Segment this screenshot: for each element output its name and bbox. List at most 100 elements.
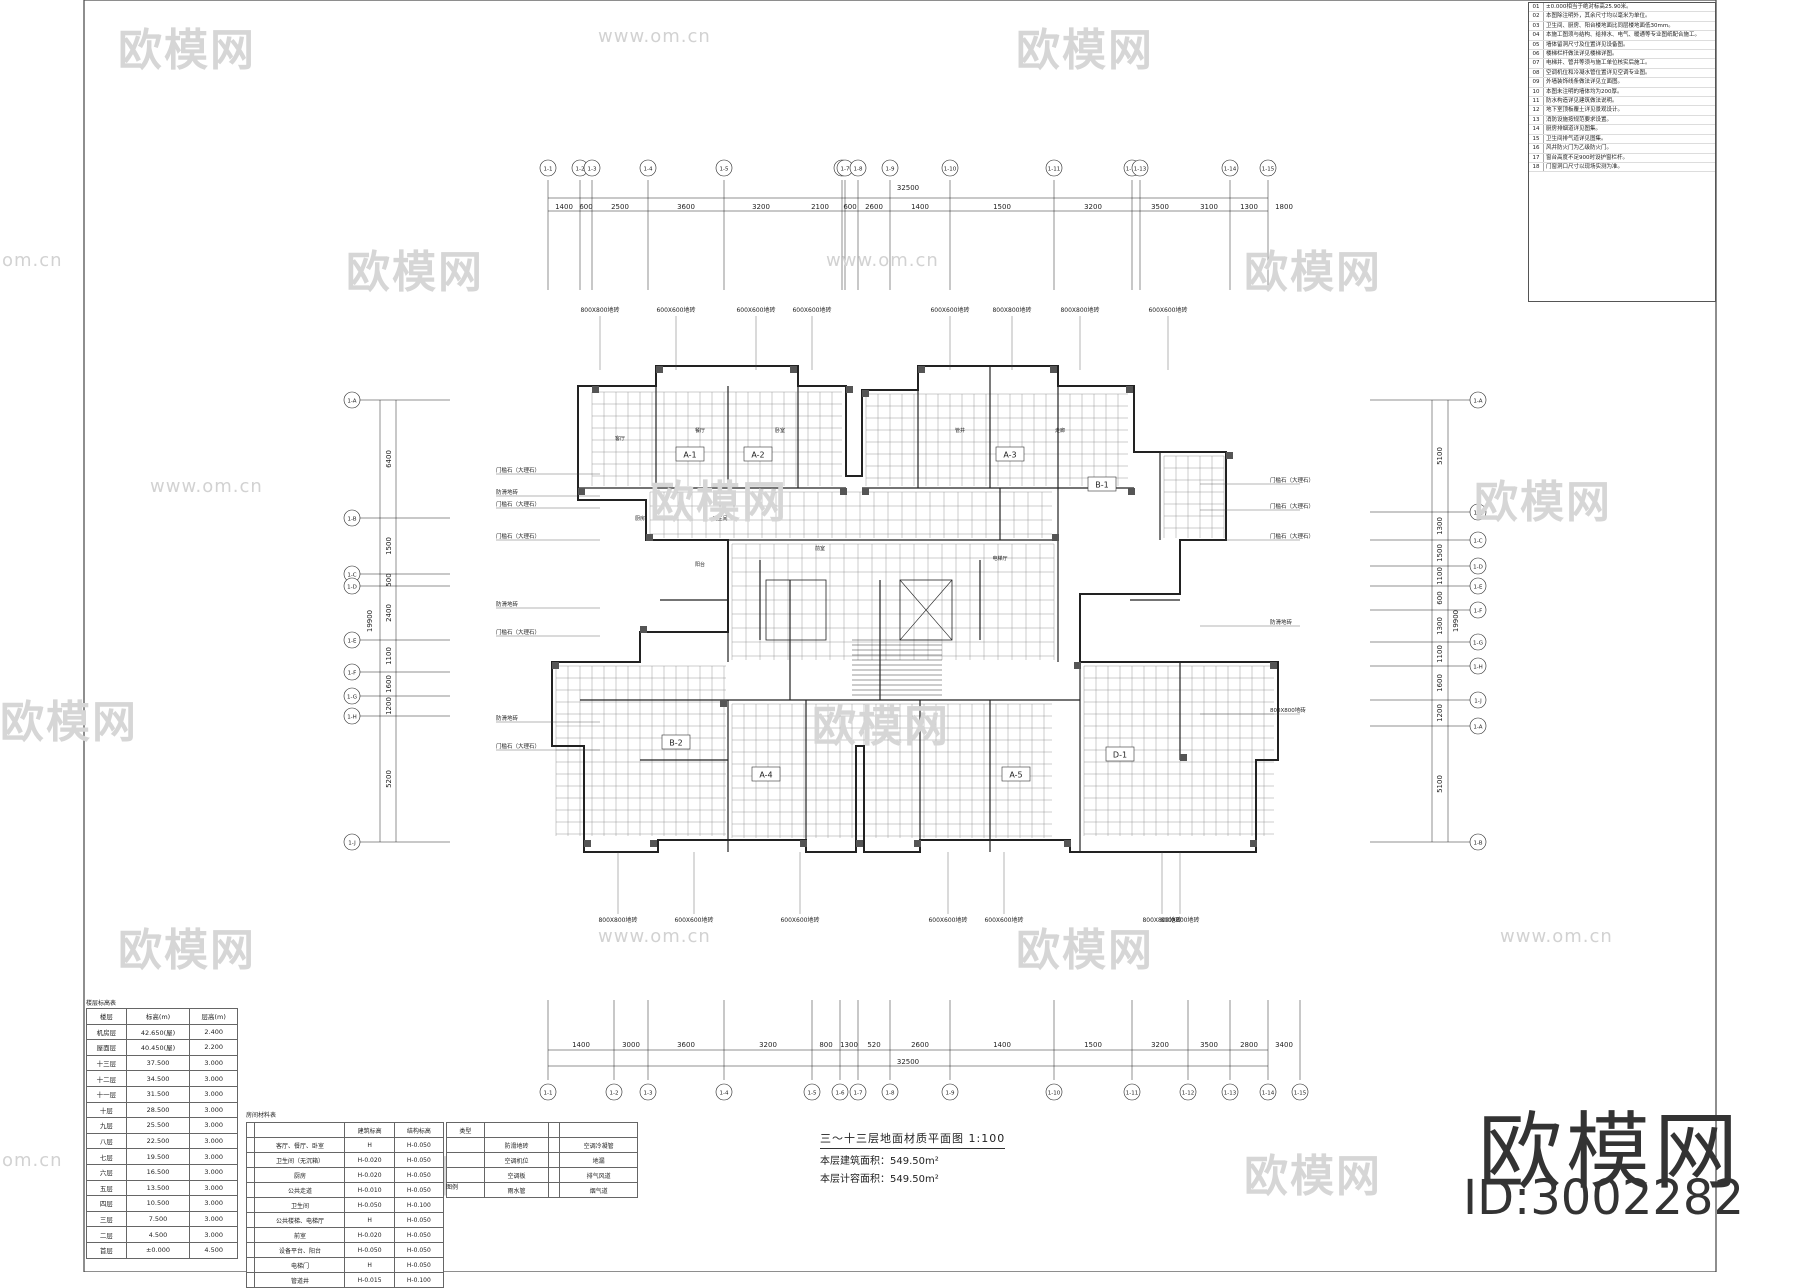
dimension-value: 1400: [993, 1041, 1011, 1049]
material-header: 建筑标高: [344, 1122, 395, 1138]
table-cell: 空调板: [483, 1167, 550, 1183]
table-cell: 3.000: [189, 1148, 238, 1165]
table-cell: 地漏: [559, 1152, 638, 1168]
table-cell: H-0.050: [393, 1167, 445, 1183]
tile-callout: 600X600地砖: [792, 306, 831, 314]
table-cell: 二层: [86, 1226, 127, 1243]
note-text: 外墙装饰线条做法详见立面图。: [1546, 79, 1624, 86]
table-cell: 九层: [86, 1117, 127, 1134]
axis-bubble: [639, 159, 657, 177]
table-cell: 37.500: [125, 1054, 191, 1072]
table-cell: 3.000: [189, 1070, 238, 1087]
axis-bubble: [831, 1083, 849, 1101]
unit-tag-box: [751, 766, 781, 782]
structural-column: [1128, 488, 1135, 495]
legend-row: 类型: [446, 1122, 638, 1138]
axis-bubble: [849, 1083, 867, 1101]
structural-column: [800, 840, 807, 847]
table-cell: 19.500: [125, 1148, 191, 1165]
table-cell: H-0.100: [393, 1272, 445, 1288]
axis-label: 1-2: [576, 167, 585, 173]
note-text: 厨房排烟道详见图集。: [1546, 126, 1602, 133]
dimension-value: 1200: [385, 697, 393, 715]
axis-label: 1-15: [1294, 1091, 1307, 1097]
dimension-value: 1400: [555, 203, 573, 211]
legend-row: 空调机位地漏: [446, 1152, 638, 1168]
dimension-value: 500: [385, 573, 393, 586]
structural-column: [1064, 840, 1071, 847]
watermark-logo: 欧模网: [1244, 247, 1382, 298]
table-cell: ±0.000: [125, 1241, 191, 1259]
dimension-value: 600: [843, 203, 856, 211]
axis-label: 1-5: [808, 1091, 817, 1097]
structural-column: [640, 626, 647, 633]
table-cell: H-0.020: [344, 1167, 395, 1183]
table-cell: 卫生间（无沉箱）: [254, 1152, 346, 1168]
table-cell: 八层: [86, 1132, 127, 1150]
unit-tag-box: [743, 446, 773, 462]
elevator-cross: [899, 579, 953, 641]
room-label: 管井: [955, 427, 965, 434]
elevation-header: 层高(m): [189, 1008, 238, 1025]
axis-label: 1-H: [347, 715, 357, 721]
room-label: 前室: [815, 545, 825, 552]
total-dimension: 19900: [366, 610, 374, 632]
table-cell: 7.500: [125, 1210, 191, 1228]
legend-row: 雨水管烟气道: [446, 1182, 638, 1198]
axis-label: 1-A: [347, 399, 356, 405]
total-dimension: 32500: [897, 1058, 919, 1066]
dimension-value: 2100: [811, 203, 829, 211]
table-cell: 2.400: [189, 1023, 238, 1041]
material-callout: 门槛石（大理石）: [1270, 532, 1314, 540]
dimension-value: 2800: [1240, 1041, 1258, 1049]
axis-bubble: [1469, 577, 1487, 595]
axis-label: 1-E: [348, 639, 357, 645]
table-cell: H-0.050: [344, 1197, 395, 1213]
watermark-url-short: om.cn: [2, 1150, 63, 1171]
table-cell: 3.000: [189, 1226, 238, 1243]
note-text: 地下室顶板覆土详见景观设计。: [1546, 107, 1624, 114]
elevation-header: 楼层: [86, 1008, 127, 1025]
dimension-value: 1500: [993, 203, 1011, 211]
unit-tag: D-1: [1113, 751, 1127, 760]
axis-bubble: [1259, 159, 1277, 177]
tile-callout: 600X600地砖: [1148, 306, 1187, 314]
unit-tag: A-5: [1009, 771, 1022, 780]
axis-bubble: [849, 159, 867, 177]
material-table-caption: 房间材料表: [246, 1112, 277, 1119]
dimension-value: 3200: [759, 1041, 777, 1049]
dimension-value: 3400: [1275, 1041, 1293, 1049]
table-cell: 3.000: [189, 1195, 238, 1212]
material-callout: 防滑地砖: [1270, 618, 1293, 626]
table-cell: H-0.050: [393, 1152, 445, 1168]
note-text: 空调机位和冷凝水管位置详见空调专业图。: [1546, 69, 1651, 76]
note-number: 16: [1529, 144, 1544, 153]
axis-label: 1-B: [1473, 841, 1482, 847]
table-cell: [245, 1152, 256, 1168]
table-cell: H: [344, 1257, 395, 1273]
structural-column: [650, 840, 657, 847]
tile-callout: 600X600地砖: [928, 916, 967, 924]
dimension-value: 1500: [385, 537, 393, 555]
table-cell: H-0.020: [344, 1227, 395, 1243]
watermark-logo: 欧模网: [1016, 925, 1154, 976]
dimension-value: 1300: [1436, 517, 1444, 535]
table-cell: [446, 1152, 485, 1168]
table-cell: 4.500: [125, 1226, 191, 1243]
structural-column: [846, 386, 853, 393]
axis-label: 1-11: [1048, 167, 1060, 173]
note-number: 07: [1529, 59, 1544, 68]
